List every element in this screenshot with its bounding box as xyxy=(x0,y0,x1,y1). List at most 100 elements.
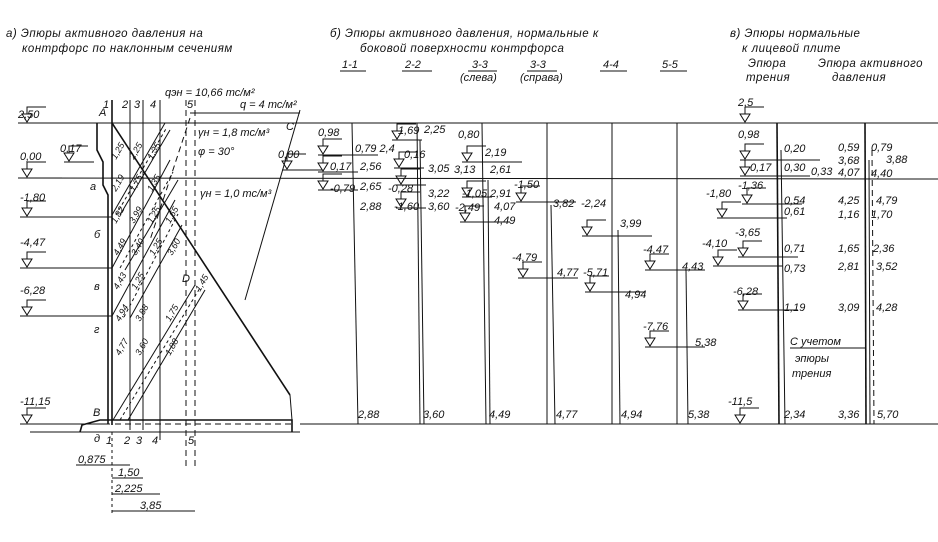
pressure-value: -4,47 xyxy=(643,244,669,256)
pressure-value: 0,98 xyxy=(318,127,340,139)
elev-0-00-right: 0,00 xyxy=(278,149,300,161)
pressure-value: -1,05 xyxy=(462,188,488,200)
section-top-3: 3 xyxy=(134,99,141,111)
elev-0-17: 0,17 xyxy=(60,143,82,155)
pressure-value: 4,49 xyxy=(494,215,515,227)
load-qe: qэн = 10,66 тс/м² xyxy=(165,87,255,99)
normal-pressure-value: 0,98 xyxy=(738,129,760,141)
left-labels: 2,50 0,00 0,17 -1,80 -4,47 -6,28 -11,15 … xyxy=(17,87,300,512)
pressure-value: 4,77 xyxy=(557,267,579,279)
elev-minus-4-47: -4,47 xyxy=(20,237,46,249)
pressure-value: -1,60 xyxy=(394,201,420,213)
diagonal-value: 3,40 xyxy=(129,237,146,257)
section-c-note: С учетом эпюры трения xyxy=(790,336,841,380)
normal-pressure-value: 0,33 xyxy=(811,166,833,178)
pressure-value: 2,19 xyxy=(484,147,506,159)
diagonal-value: 4,77 xyxy=(113,336,131,357)
pressure-value: -2,24 xyxy=(581,198,606,210)
normal-pressure-value: -1,80 xyxy=(706,188,732,200)
point-b: B xyxy=(93,407,100,419)
diagonal-value: 3,88 xyxy=(133,303,150,323)
pressure-value: 4,07 xyxy=(494,201,516,213)
normal-pressure-value: -11,5 xyxy=(728,396,753,408)
section-3-3-right-note: (справа) xyxy=(520,72,563,84)
title-b-line1: б) Эпюры активного давления, нормальные … xyxy=(330,28,599,40)
normal-pressure-value: 2,34 xyxy=(783,409,805,421)
pressure-value: 0,16 xyxy=(404,149,426,161)
pressure-value: 3,82 xyxy=(553,198,574,210)
diagonal-value: 3,60 xyxy=(133,337,150,357)
elevation-marker-icon xyxy=(281,153,322,171)
elevation-marker-icon xyxy=(21,407,62,425)
elevation-marker-icon xyxy=(21,251,62,269)
normal-pressure-value: 0,71 xyxy=(784,243,805,255)
elevation-marker-icon xyxy=(21,161,62,179)
section-1-1: 1-1 xyxy=(342,59,358,71)
elevation-marker-icon xyxy=(459,205,510,223)
diagonal-value: 1,88 xyxy=(163,337,180,357)
pressure-value: -7,76 xyxy=(643,321,669,333)
note-line1: С учетом xyxy=(790,336,841,348)
section-bottom-5: 5 xyxy=(188,435,195,447)
elev-2-50: 2,50 xyxy=(17,109,40,121)
normal-pressure-value: 4,79 xyxy=(876,195,897,207)
diagonal-value: 1,45 xyxy=(193,272,211,293)
normal-pressure-value: 0,30 xyxy=(784,162,806,174)
pressure-value: 4,94 xyxy=(625,289,646,301)
normal-pressure-value: 0,17 xyxy=(750,162,772,174)
section-bottom-4: 4 xyxy=(152,435,158,447)
pressure-value: 2,88 xyxy=(359,201,382,213)
pressure-value: -0,79 xyxy=(330,183,355,195)
note-line3: трения xyxy=(792,368,831,380)
pressure-value: 5,38 xyxy=(695,337,717,349)
bottom-pressure-value: 2,88 xyxy=(357,409,380,421)
point-c: C xyxy=(286,121,294,133)
elevation-marker-icon xyxy=(21,200,62,218)
section-4-4: 4-4 xyxy=(603,59,619,71)
soil-gamma-submerged: γн = 1,0 тс/м³ xyxy=(200,188,272,200)
zone-a: а xyxy=(90,181,96,193)
pressure-value: 2,61 xyxy=(489,164,511,176)
section-headings: 1-1 2-2 3-3 (слева) 3-3 (справа) 4-4 5-5 xyxy=(340,59,687,84)
section-top-5: 5 xyxy=(187,99,194,111)
load-q: q = 4 тс/м² xyxy=(240,99,297,111)
elev-minus-1-80: -1,80 xyxy=(20,192,46,204)
pressure-value: -2,49 xyxy=(455,202,480,214)
dim-3-85: 3,85 xyxy=(140,500,162,512)
pressure-value: 2,25 xyxy=(423,124,446,136)
elevation-marker-icon xyxy=(644,253,705,271)
section-2-2: 2-2 xyxy=(404,59,421,71)
elevation-marker-icon xyxy=(461,145,522,163)
title-c-line1: в) Эпюры нормальные xyxy=(730,28,860,40)
elevation-marker-icon xyxy=(317,155,358,173)
section-top-1: 1 xyxy=(103,99,109,111)
elevation-marker-icon xyxy=(741,187,802,205)
elevation-marker-icon xyxy=(317,138,378,156)
normal-pressure-value: -3,65 xyxy=(735,227,761,239)
normal-pressure-value: 2,36 xyxy=(872,243,895,255)
elevation-marker-icon xyxy=(395,191,426,209)
elevation-marker-icon xyxy=(737,293,798,311)
zone-b: б xyxy=(94,229,101,241)
soil-phi: φ = 30° xyxy=(198,146,235,158)
elevation-marker-icon xyxy=(716,201,787,219)
pressure-value: 0,79 2,4 xyxy=(355,143,395,155)
dim-0-875: 0,875 xyxy=(78,454,106,466)
normal-pressure-value: 0,59 xyxy=(838,142,859,154)
normal-pressure-value: -1,36 xyxy=(738,180,764,192)
normal-pressure-value: 2,81 xyxy=(837,261,859,273)
bottom-pressure-value: 4,49 xyxy=(489,409,510,421)
title-b-line2: боковой поверхности контрфорса xyxy=(360,43,564,55)
normal-pressure-value: 3,68 xyxy=(838,155,860,167)
elevation-marker-icon xyxy=(515,185,576,203)
elevation-marker-icon xyxy=(395,168,426,186)
section-bottom-1: 1 xyxy=(106,435,112,447)
normal-pressure-value: 1,65 xyxy=(838,243,860,255)
normal-pressure-value: 3,88 xyxy=(886,154,908,166)
section-top-2: 2 xyxy=(121,99,128,111)
titles: а) Эпюры активного давления на контрфорс… xyxy=(6,28,923,84)
point-d: D xyxy=(182,273,190,285)
elevation-marker-icon xyxy=(739,106,770,124)
bottom-pressure-value: 4,94 xyxy=(621,409,642,421)
